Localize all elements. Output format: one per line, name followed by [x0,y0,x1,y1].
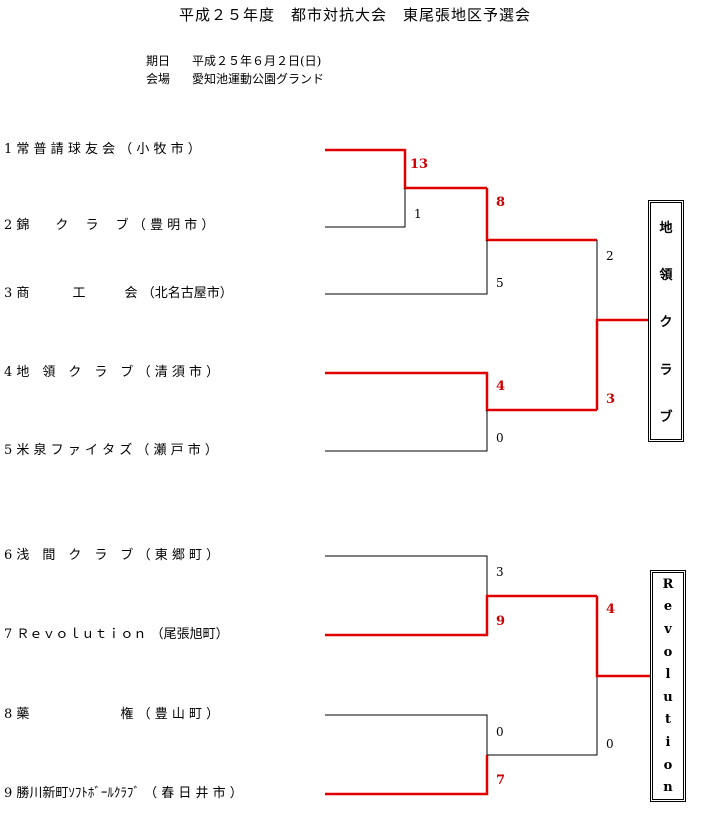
venue-row: 会場 愛知池運動公園グランド [146,70,324,87]
bracket-line-win [325,148,487,190]
team-entry: 3 商 工 会 （北名古屋市） [4,285,233,303]
team-name: 浅 間 ク ラ ブ [16,548,134,563]
team-name: 常 普 請 球 友 会 [16,142,116,157]
bracket-line-lose [325,188,406,228]
bracket-line-lose [487,676,598,756]
winner-char: v [664,621,672,637]
bracket-line-win [325,594,597,637]
winner-char: ク [659,315,673,331]
team-name: 商 工 会 [16,286,138,301]
team-entry: 1 常 普 請 球 友 会 （ 小 牧 市 ） [4,141,201,159]
winner-char: R [662,576,674,592]
team-entry: 7 Ｒｅｖｏｌｕｔｉｏｎ （尾張旭町） [4,626,229,644]
winner-char: u [663,689,673,705]
team-city: （ 瀬 戸 市 ） [136,443,218,458]
score: 7 [496,773,505,788]
team-seed: 2 [4,218,13,233]
winner-char: o [663,644,673,660]
winner-char: l [665,667,671,683]
score: 8 [496,195,505,210]
score: 4 [606,602,615,617]
score: 3 [496,565,504,579]
winner-char: ブ [659,409,673,425]
bracket-line-win [325,755,489,796]
winner-char: i [665,734,671,750]
team-entry: 2 錦 ク ラ ブ （ 豊 明 市 ） [4,217,214,235]
score: 1 [414,207,422,221]
team-entry: 4 地 領 ク ラ ブ （ 清 須 市 ） [4,364,219,382]
team-city: （北名古屋市） [141,286,233,301]
score: 3 [606,392,615,407]
team-name: 藥 権 [16,707,134,722]
score: 13 [410,157,428,172]
score: 4 [496,379,505,394]
bracket-line-lose [325,410,488,452]
score: 0 [496,725,504,739]
team-city: （ 豊 山 町 ） [137,707,220,722]
bracket-line-lose [325,714,488,755]
score: 5 [496,276,504,290]
date-row: 期日 平成２５年６月２日(日) [146,52,321,69]
bracket-line-win [595,596,650,678]
bracket-line-lose [325,240,488,295]
bracket-line-win [595,318,648,410]
team-entry: 9 勝川新町ｿﾌﾄﾎﾞｰﾙｸﾗﾌﾞ （ 春 日 井 市 ） [4,785,243,803]
team-seed: 3 [4,286,13,301]
venue-value: 愛知池運動公園グランド [192,72,325,86]
team-name: 勝川新町ｿﾌﾄﾎﾞｰﾙｸﾗﾌﾞ [16,786,140,801]
team-seed: 6 [4,548,13,563]
venue-label: 会場 [146,72,171,86]
date-value: 平成２５年６月２日(日) [192,54,322,68]
score: 9 [496,614,505,629]
team-city: （尾張旭町） [150,627,229,642]
winner-char: n [663,780,673,796]
team-city: （ 東 郷 町 ） [137,548,220,563]
winner-char: 地 [659,221,673,237]
team-name: 米 泉 フ ァ イ タ ズ [16,443,133,458]
team-seed: 9 [4,786,13,801]
team-entry: 6 浅 間 ク ラ ブ （ 東 郷 町 ） [4,547,219,565]
team-seed: 1 [4,142,13,157]
team-city: （ 小 牧 市 ） [119,142,201,157]
page-title: 平成２５年度 都市対抗大会 東尾張地区予選会 [178,6,531,24]
score: 0 [606,737,614,751]
bracket-line-win [325,371,597,412]
winner-char: t [664,712,671,728]
winner-box-block-a: 地 領 ク ラ ブ [648,200,684,442]
winner-char: 領 [659,268,673,284]
team-city: （ 豊 明 市 ） [132,218,215,233]
bracket-line-lose [325,555,488,596]
score: 2 [606,249,614,263]
winner-box-block-b: R e v o l u t i o n [650,570,686,802]
date-label: 期日 [146,54,171,68]
team-entry: 5 米 泉 フ ァ イ タ ズ （ 瀬 戸 市 ） [4,442,218,460]
team-name: Ｒｅｖｏｌｕｔｉｏｎ [16,627,147,642]
score: 0 [496,431,504,445]
winner-char: ラ [659,362,673,378]
winner-char: o [663,757,673,773]
team-seed: 4 [4,365,13,380]
team-seed: 7 [4,627,13,642]
team-city: （ 春 日 井 市 ） [144,786,243,801]
team-entry: 8 藥 権 （ 豊 山 町 ） [4,706,219,724]
team-name: 地 領 ク ラ ブ [16,365,134,380]
winner-char: e [663,599,673,615]
team-seed: 5 [4,443,13,458]
team-city: （ 清 須 市 ） [137,365,220,380]
team-seed: 8 [4,707,13,722]
team-name: 錦 ク ラ ブ [16,218,129,233]
